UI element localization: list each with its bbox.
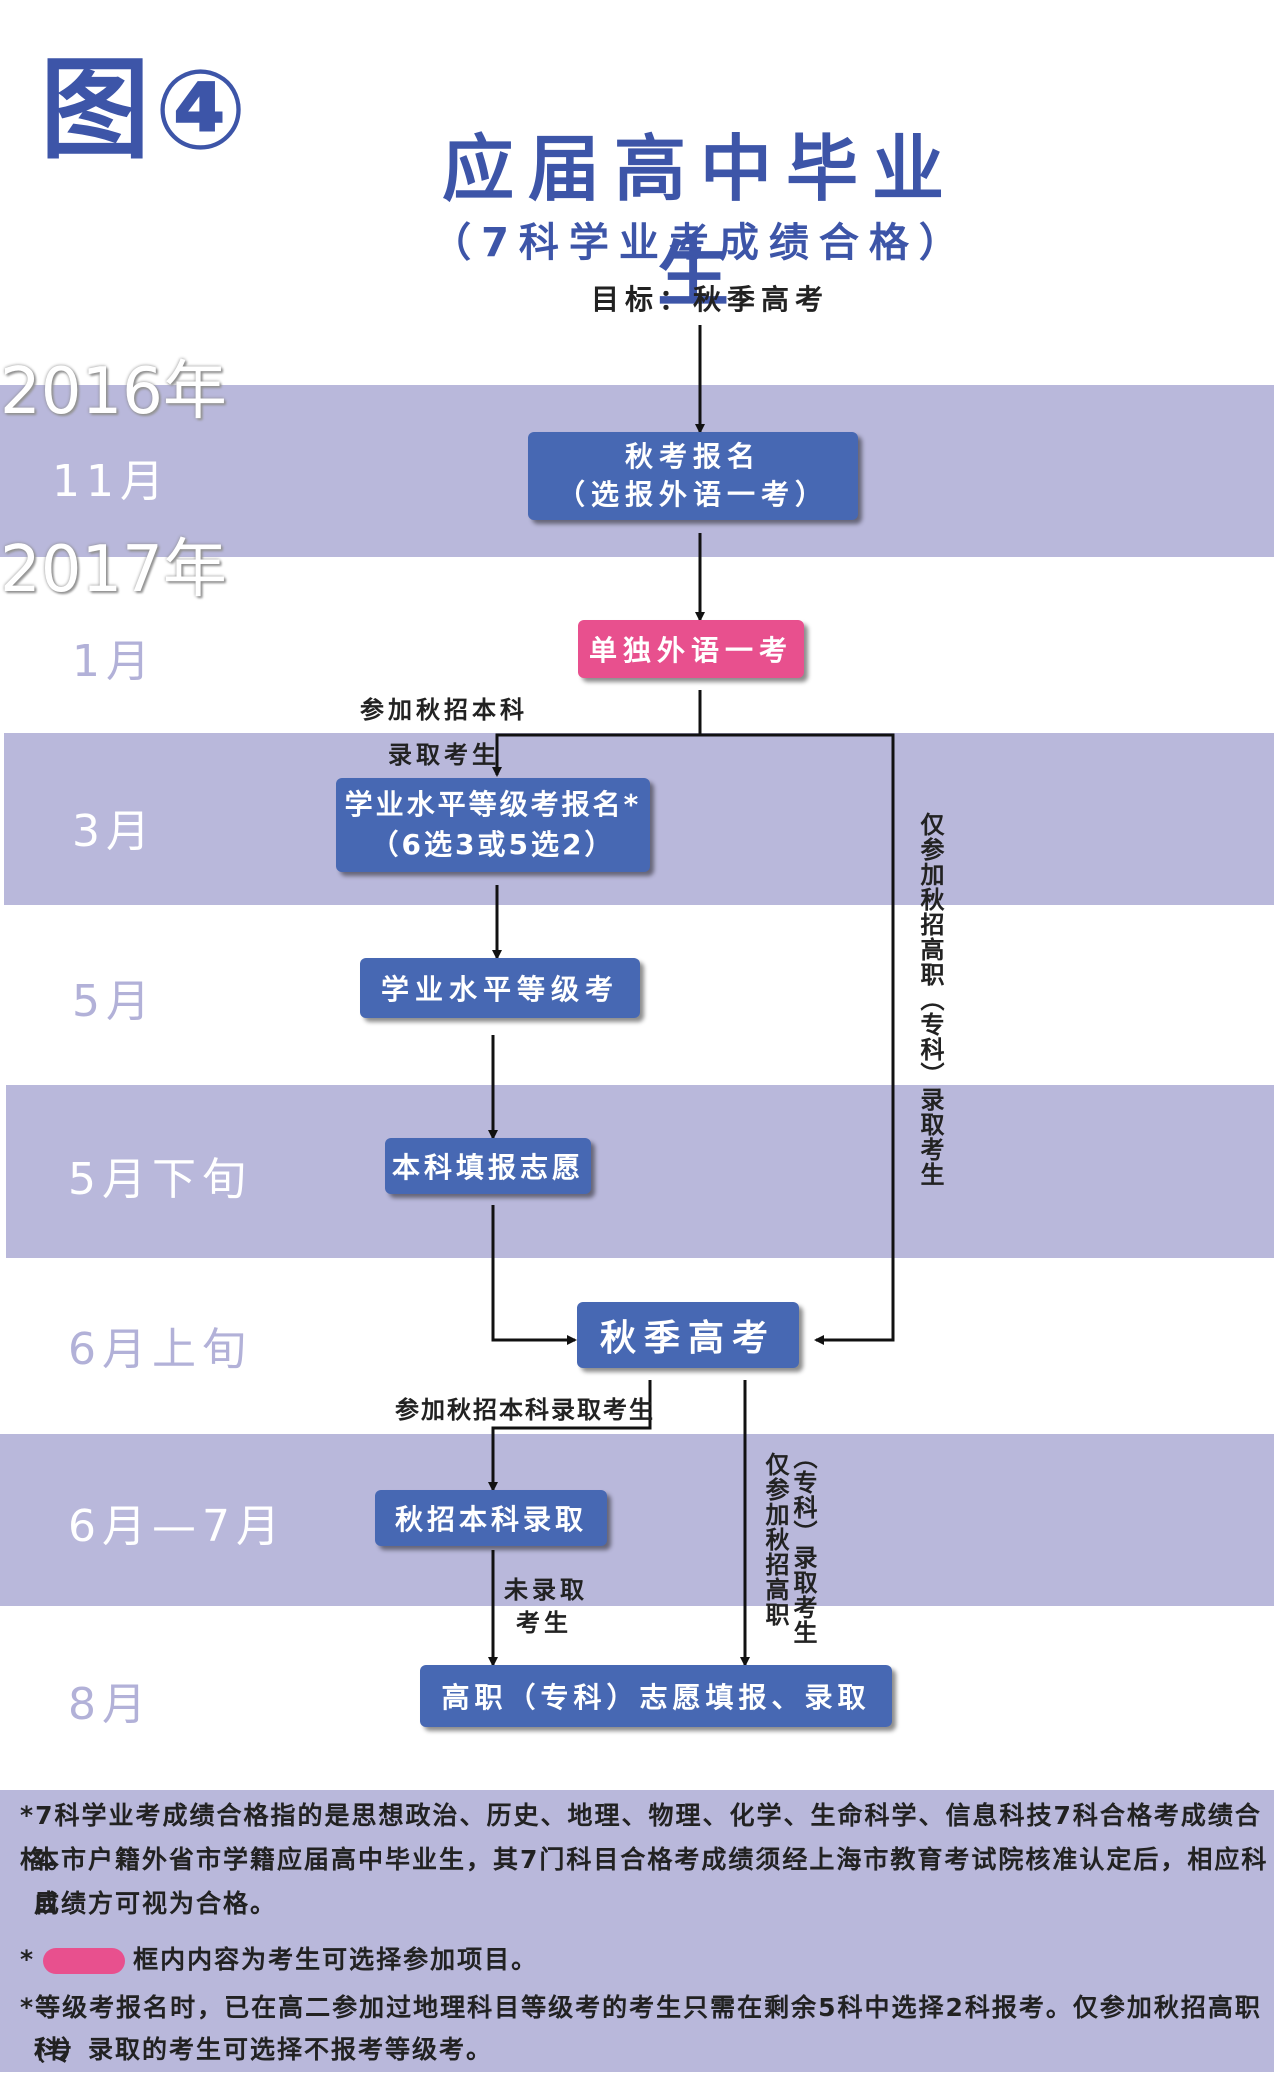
footnote-3-line1: *等级考报名时，已在高二参加过地理科目等级考的考生只需在剩余5科中选择2科报考。…: [20, 1993, 1262, 2066]
diagram-subtitle: （7科学业考成绩合格）: [431, 220, 969, 266]
band-may-late: [6, 1085, 1274, 1258]
month-jan: 1月: [72, 636, 156, 687]
year-2017: 2017年: [0, 533, 227, 607]
box-autumn-registration: 秋考报名 （选报外语一考）: [528, 432, 858, 520]
arrow-to-level-registration: [492, 733, 700, 777]
box-undergraduate-application: 本科填报志愿: [385, 1138, 591, 1194]
figure-label: 图④: [40, 46, 252, 174]
box-level-exam-registration: 学业水平等级考报名* （6选3或5选2）: [336, 778, 650, 872]
level-registration-line1: 学业水平等级考报名*: [344, 788, 642, 821]
goal-label: 目标：秋季高考: [590, 283, 829, 316]
footnote-2-text: 框内内容为考生可选择参加项目。: [133, 1945, 539, 1974]
note-undergrad-after-exam: 参加秋招本科录取考生: [395, 1396, 655, 1424]
box-autumn-undergraduate-admission: 秋招本科录取: [375, 1490, 607, 1546]
arrow-application-to-gaokao: [491, 1205, 577, 1345]
month-nov: 11月: [52, 456, 170, 507]
month-jun-jul: 6月—7月: [68, 1501, 286, 1552]
year-2016: 2016年: [0, 355, 227, 429]
note-vocational-only-2a: 仅参加秋招高职: [761, 1452, 789, 1627]
box-autumn-gaokao: 秋季高考: [577, 1302, 799, 1368]
autumn-registration-line2: （选报外语一考）: [556, 478, 829, 511]
footnotes-panel: *7科学业考成绩合格指的是思想政治、历史、地理、物理、化学、生命科学、信息科技7…: [0, 1790, 1274, 2072]
note-vocational-only-2b: （专科）录取考生: [789, 1445, 817, 1645]
footnote-3-line2: 科）录取的考生可选择不报考等级考。: [34, 2035, 494, 2064]
note-undergrad-branch-2: 录取考生: [388, 741, 500, 769]
box-separate-foreign-language: 单独外语一考: [578, 620, 804, 678]
footnote-2: * 框内内容为考生可选择参加项目。: [20, 1938, 538, 1982]
arrow-gaokao-to-admission: [488, 1380, 652, 1492]
month-may: 5月: [72, 976, 156, 1027]
level-registration-line2: （6选3或5选2）: [370, 828, 616, 861]
note-vocational-only: 仅参加秋招高职（专科）录取考生: [916, 812, 944, 1187]
month-mar: 3月: [72, 806, 156, 857]
band-jun-jul: [0, 1434, 1274, 1606]
diagram-title: 应届高中毕业生: [441, 127, 958, 316]
footnote-1-line3: 成绩方可视为合格。: [34, 1889, 278, 1918]
box-vocational-application: 高职（专科）志愿填报、录取: [420, 1665, 892, 1727]
pink-box-legend: [43, 1948, 126, 1974]
box-level-exam: 学业水平等级考: [360, 958, 640, 1018]
footnote-1-line1: *7科学业考成绩合格指的是思想政治、历史、地理、物理、化学、生命科学、信息科技7…: [20, 1801, 1262, 1874]
note-not-admitted-1: 未录取: [504, 1576, 588, 1604]
month-aug: 8月: [68, 1679, 152, 1730]
footnote-2-asterisk: *: [20, 1945, 36, 1974]
month-jun-early: 6月上旬: [68, 1324, 252, 1375]
note-undergrad-branch-1: 参加秋招本科: [360, 696, 528, 724]
autumn-registration-line1: 秋考报名: [624, 440, 761, 473]
line-foreign-split: [698, 690, 895, 1345]
note-not-admitted-2: 考生: [516, 1609, 572, 1637]
footnote-1-line2: 本市户籍外省市学籍应届高中毕业生，其7门科目合格考成绩须经上海市教育考试院核准认…: [34, 1845, 1269, 1918]
month-may-late: 5月下旬: [68, 1154, 252, 1205]
